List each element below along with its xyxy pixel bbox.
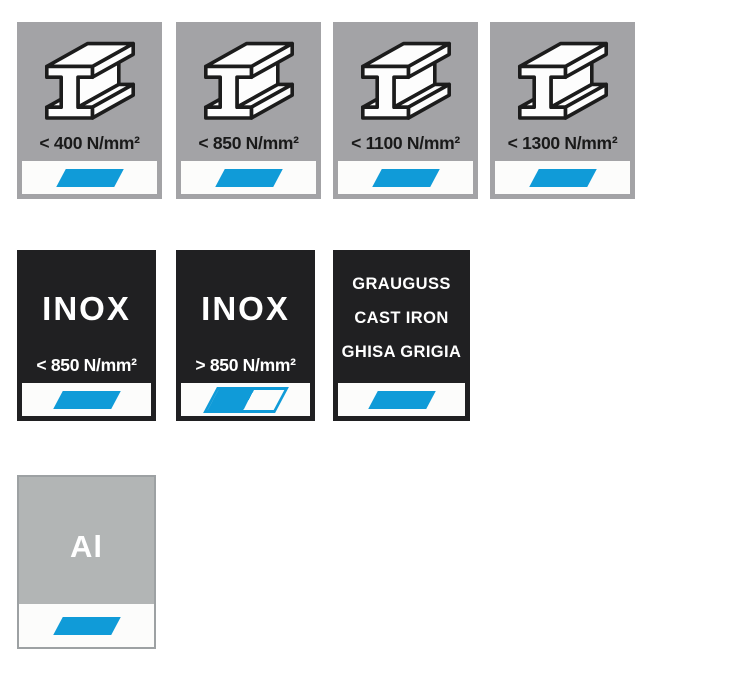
tile-aluminium: Al [17, 475, 156, 649]
i-beam-icon [517, 41, 608, 120]
cast-iron-line-it: GHISA GRIGIA [341, 343, 462, 361]
strength-label: < 850 N/mm² [36, 355, 137, 375]
marker-strip [495, 161, 630, 194]
tile-steel-lt-1300: < 1300 N/mm² [490, 22, 635, 199]
tile-steel-lt-850: < 850 N/mm² [176, 22, 321, 199]
cut-marker-half-icon [202, 386, 289, 413]
strength-label: < 850 N/mm² [198, 133, 299, 153]
marker-strip [22, 161, 157, 194]
tile-inox-lt-850: INOX < 850 N/mm² [17, 250, 156, 421]
marker-strip [181, 383, 310, 416]
i-beam-icon [360, 41, 451, 120]
cut-marker-icon [52, 390, 121, 409]
marker-strip [19, 604, 154, 647]
i-beam-icon [203, 41, 294, 120]
strength-label: < 1100 N/mm² [351, 133, 460, 153]
tile-steel-lt-400: < 400 N/mm² [17, 22, 162, 199]
cut-marker-icon [214, 168, 283, 187]
i-beam-icon [44, 41, 135, 120]
strength-label: < 400 N/mm² [39, 133, 140, 153]
inox-title: INOX [42, 290, 131, 327]
cut-marker-icon [371, 168, 440, 187]
cast-iron-line-en: CAST IRON [354, 309, 449, 327]
inox-title: INOX [201, 290, 290, 327]
tile-cast-iron: GRAUGUSS CAST IRON GHISA GRIGIA [333, 250, 470, 421]
strength-label: < 1300 N/mm² [507, 133, 618, 153]
marker-strip [22, 383, 151, 416]
tile-steel-lt-1100: < 1100 N/mm² [333, 22, 478, 199]
marker-strip [181, 161, 316, 194]
cut-marker-icon [55, 168, 124, 187]
tile-inox-gt-850: INOX > 850 N/mm² [176, 250, 315, 421]
cut-marker-icon [528, 168, 597, 187]
cut-marker-icon [367, 390, 436, 409]
marker-strip [338, 383, 465, 416]
marker-strip [338, 161, 473, 194]
strength-label: > 850 N/mm² [195, 355, 296, 375]
cast-iron-line-de: GRAUGUSS [352, 275, 451, 293]
aluminium-label: Al [70, 529, 103, 564]
cut-marker-icon [52, 616, 121, 635]
